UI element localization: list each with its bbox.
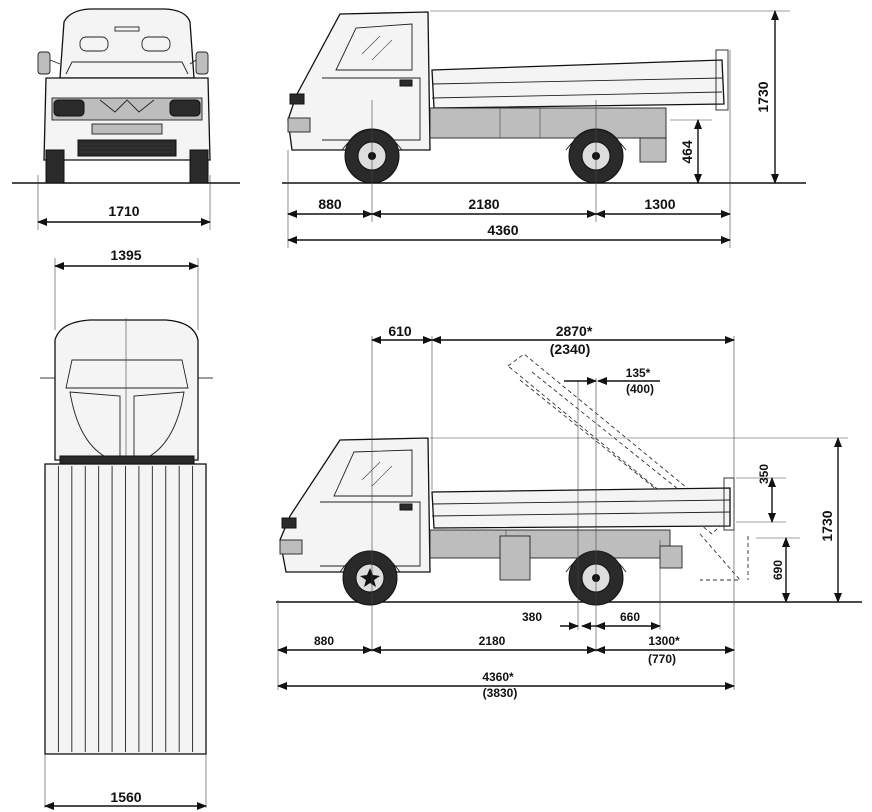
tipper-front-overhang-label: 880: [314, 634, 334, 648]
tipper-bed-length-label: 2870*: [556, 323, 593, 339]
side-rear-overhang-label: 1300: [644, 196, 675, 212]
tipper-length-label: 4360*: [482, 670, 514, 684]
tipper-rear-overhang-alt-label: (770): [648, 652, 676, 666]
tipper-height-label: 1730: [819, 510, 835, 541]
tipper-cab-offset-label: 610: [388, 323, 412, 339]
side-view: 1730 464 880 2180 1300 4360: [282, 10, 806, 248]
front-width-label: 1710: [108, 203, 139, 219]
side-height-label: 1730: [755, 81, 771, 112]
side-bed-height-label: 464: [679, 140, 695, 164]
tipper-view: 610 2870* (2340) 135* (400) 350 1730 690…: [276, 323, 862, 700]
tipper-tip-offset-label: 135*: [626, 366, 651, 380]
top-bed-width-label: 1560: [110, 789, 141, 805]
tipper-length-alt-label: (3830): [483, 686, 518, 700]
side-wheelbase-label: 2180: [468, 196, 499, 212]
top-cab-width-label: 1395: [110, 247, 141, 263]
side-front-overhang-label: 880: [318, 196, 342, 212]
tipper-tip-offset-alt-label: (400): [626, 382, 654, 396]
tipper-side-height-label: 350: [757, 464, 771, 484]
tipper-axle-to-pivot-label: 660: [620, 610, 640, 624]
bed-ribs: [57, 466, 194, 752]
front-view: 1710: [12, 8, 240, 230]
top-view: 1395 1560: [40, 247, 213, 810]
side-length-label: 4360: [487, 222, 518, 238]
tipper-rear-overhang-label: 1300*: [648, 634, 680, 648]
tipper-pivot-to-axle-label: 380: [522, 610, 542, 624]
tipper-bed-floor-label: 690: [771, 560, 785, 580]
tipper-wheelbase-label: 2180: [479, 634, 506, 648]
tipper-bed-length-alt-label: (2340): [550, 341, 590, 357]
